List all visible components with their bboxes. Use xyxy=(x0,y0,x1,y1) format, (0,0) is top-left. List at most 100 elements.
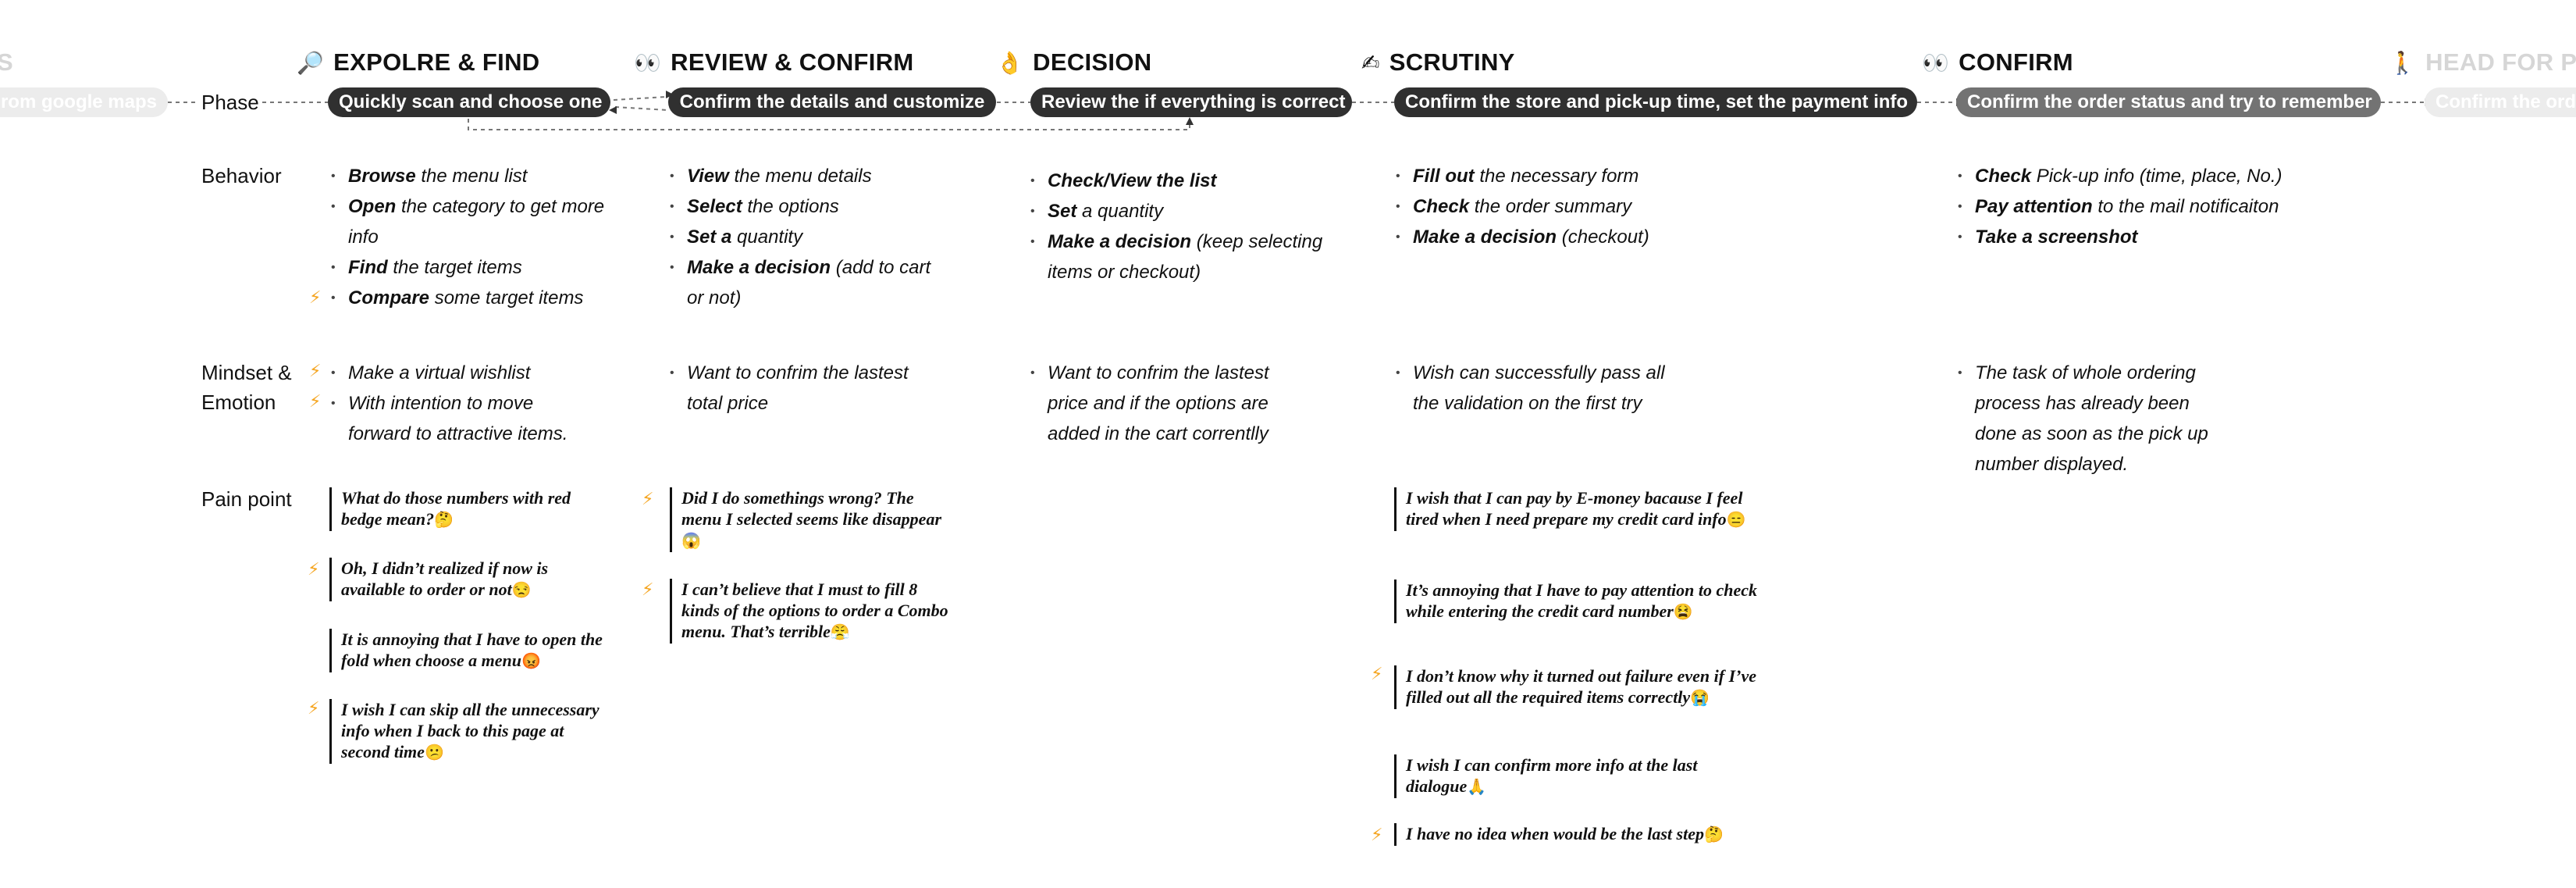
pain-quote-text: I wish I can confirm more info at the la… xyxy=(1406,755,1698,796)
stage-header-confirm: 👀CONFIRM xyxy=(1922,48,2073,77)
list-item: process has already been xyxy=(1958,388,2348,419)
praying-hands-icon: 🙏 xyxy=(1467,779,1487,796)
mindset-list-explore: Make a virtual wishlistWith intention to… xyxy=(331,358,620,449)
pain-quote: What do those numbers with red bedge mea… xyxy=(329,487,604,531)
list-item-emphasis: Make a decision xyxy=(1413,226,1557,248)
list-item-text: or not) xyxy=(687,287,742,308)
bolt-icon: ⚡ xyxy=(309,391,322,411)
stage-title-decision: DECISION xyxy=(1033,48,1152,76)
list-item: Check Pick-up info (time, place, No.) xyxy=(1958,161,2348,191)
pain-quote-text: I have no idea when would be the last st… xyxy=(1406,824,1704,843)
list-item-text: Want to confrim the lastest xyxy=(1048,362,1269,383)
list-item-text: (checkout) xyxy=(1557,226,1649,248)
row-label-mindset: Mindset & Emotion xyxy=(201,358,292,417)
faded-phase-left-pill: rom google maps xyxy=(0,87,168,117)
bolt-icon: ⚡ xyxy=(308,698,320,718)
pain-quote-text: I wish that I can pay by E-money bacause… xyxy=(1406,488,1743,529)
pain-quote-text: It is annoying that I have to open the f… xyxy=(341,629,603,670)
row-label-behavior: Behavior xyxy=(201,164,282,187)
behavior-list-explore: Browse the menu listOpen the category to… xyxy=(331,161,620,313)
row-label-phase: Phase xyxy=(201,91,259,114)
row-label-pain-point: Pain point xyxy=(201,487,292,511)
pain-quote-text: Did I do somethings wrong? The menu I se… xyxy=(681,488,942,529)
list-item-text: items or checkout) xyxy=(1048,262,1201,283)
list-item-text: process has already been xyxy=(1975,393,2190,414)
bolt-icon: ⚡ xyxy=(309,287,322,307)
list-item: items or checkout) xyxy=(1030,257,1343,287)
list-item: added in the cart correntlly xyxy=(1030,419,1343,449)
phase-pill-scrutiny: Confirm the store and pick-up time, set … xyxy=(1394,87,1917,117)
list-item-text: to the mail notificaiton xyxy=(2092,196,2279,217)
list-item-text: some target items xyxy=(429,287,584,308)
list-item-emphasis: View xyxy=(687,166,729,187)
list-item-text: forward to attractive items. xyxy=(348,423,568,444)
unamused-face-icon: 😒 xyxy=(511,582,532,599)
faded-phase-right-pill: Confirm the orde xyxy=(2425,87,2576,117)
behavior-list-scrutiny: Fill out the necessary formCheck the ord… xyxy=(1396,161,1786,252)
list-item: Make a decision (checkout) xyxy=(1396,222,1786,252)
phase-pill-confirm: Confirm the order status and try to reme… xyxy=(1956,87,2381,117)
list-item-text: done as soon as the pick up xyxy=(1975,423,2208,444)
list-item: Check the order summary xyxy=(1396,191,1786,222)
list-item-emphasis: Check xyxy=(1975,166,2032,187)
faded-stage-right: 🚶HEAD FOR PI xyxy=(2389,48,2576,77)
pain-quote: I have no idea when would be the last st… xyxy=(1394,823,1777,846)
list-item: the validation on the first try xyxy=(1396,388,1786,419)
list-item-text: added in the cart correntlly xyxy=(1048,423,1268,444)
confused-face-icon: 😕 xyxy=(424,744,444,761)
list-item: total price xyxy=(670,388,959,419)
list-item-text: quantity xyxy=(731,226,803,248)
list-item-emphasis: Check xyxy=(1413,196,1470,217)
thinking-face-icon: 🤔 xyxy=(1703,826,1724,843)
list-item-text: the validation on the first try xyxy=(1413,393,1642,414)
tired-face-icon: 😫 xyxy=(1673,604,1693,621)
list-item-text: Make a virtual wishlist xyxy=(348,362,531,383)
list-item: Pay attention to the mail notificaiton xyxy=(1958,191,2348,222)
phase-pill-review: Confirm the details and customize xyxy=(668,87,996,117)
row-label-mindset-line2: Emotion xyxy=(201,391,276,414)
list-item: Set a quantity xyxy=(1030,196,1343,226)
list-item-text: the necessary form xyxy=(1474,166,1639,187)
ok-hand-icon: 👌 xyxy=(996,51,1024,75)
list-item-text: the menu list xyxy=(415,166,528,187)
list-item: Check/View the list xyxy=(1030,166,1343,196)
pain-quote-text: I wish I can skip all the unnecessary in… xyxy=(341,700,600,761)
list-item-text: the menu details xyxy=(728,166,872,187)
row-label-mindset-line1: Mindset & xyxy=(201,361,292,384)
list-item: Select the options xyxy=(670,191,959,222)
mindset-list-confirm: The task of whole ordering process has al… xyxy=(1958,358,2348,480)
pain-quote: Did I do somethings wrong? The menu I se… xyxy=(670,487,951,552)
bolt-icon: ⚡ xyxy=(308,559,320,579)
list-item-emphasis: Set a xyxy=(687,226,732,248)
pain-quote-text: What do those numbers with red bedge mea… xyxy=(341,488,571,529)
pain-quote: I can’t believe that I must to fill 8 ki… xyxy=(670,579,951,644)
list-item-emphasis: Open xyxy=(348,196,397,217)
list-item: With intention to move xyxy=(331,388,620,419)
list-item-text: (keep selecting xyxy=(1191,231,1323,252)
angry-face-icon: 😡 xyxy=(521,653,541,670)
steam-face-icon: 😤 xyxy=(830,624,850,641)
stage-header-decision: 👌 DECISION xyxy=(996,48,1151,77)
faded-stage-left-title: S xyxy=(0,48,13,76)
list-item: Find the target items xyxy=(331,252,620,283)
list-item-text: price and if the options are xyxy=(1048,393,1268,414)
eyes-icon: 👀 xyxy=(634,51,662,75)
list-item: Make a decision (add to cart xyxy=(670,252,959,283)
bolt-icon: ⚡ xyxy=(1371,664,1383,683)
list-item-emphasis: Compare xyxy=(348,287,430,308)
list-item: number displayed. xyxy=(1958,449,2348,480)
list-item: Open the category to get more xyxy=(331,191,620,222)
stage-title-scrutiny: SCRUTINY xyxy=(1389,48,1515,76)
stage-header-review: 👀REVIEW & CONFIRM xyxy=(634,48,914,77)
list-item: Browse the menu list xyxy=(331,161,620,191)
list-item-text: The task of whole ordering xyxy=(1975,362,2196,383)
behavior-list-confirm: Check Pick-up info (time, place, No.)Pay… xyxy=(1958,161,2348,252)
list-item-emphasis: Fill out xyxy=(1413,166,1475,187)
list-item-text: total price xyxy=(687,393,769,414)
pain-quote: It is annoying that I have to open the f… xyxy=(329,629,604,672)
crying-face-icon: 😭 xyxy=(1690,690,1710,707)
pain-quote: I wish that I can pay by E-money bacause… xyxy=(1394,487,1761,531)
faded-stage-right-title: HEAD FOR PI xyxy=(2425,48,2576,76)
pain-quote-text: Oh, I didn’t realized if now is availabl… xyxy=(341,558,549,599)
pain-quote-text: It’s annoying that I have to pay attenti… xyxy=(1406,580,1758,621)
